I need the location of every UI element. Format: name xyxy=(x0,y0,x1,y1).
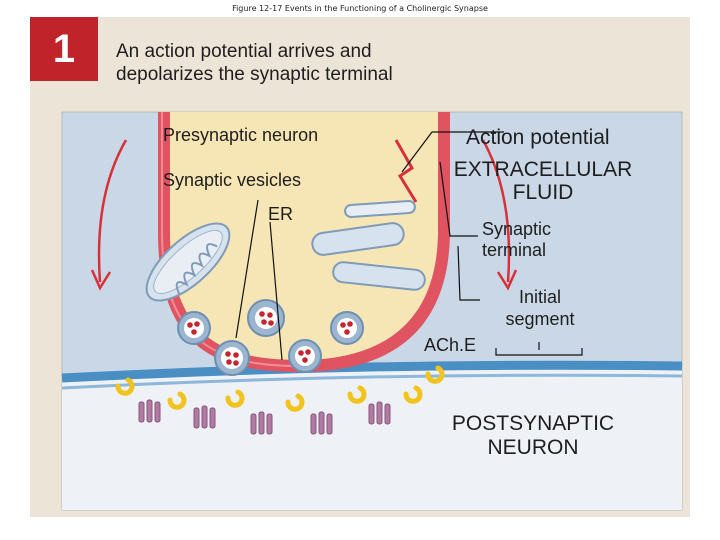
receptor xyxy=(193,405,216,429)
label-initial-segment-line1: Initial xyxy=(518,287,562,307)
receptor xyxy=(250,411,273,435)
label-synaptic-terminal: Synaptic terminal xyxy=(482,219,551,261)
label-er: ER xyxy=(268,204,294,224)
endoplasmic-reticulum xyxy=(311,199,426,291)
step-title: An action potential arrives and depolari… xyxy=(116,40,393,86)
step-title-line1: An action potential arrives and xyxy=(116,41,372,62)
label-extracellular-fluid: EXTRACELLULAR FLUID xyxy=(438,158,648,204)
ache-enzyme xyxy=(425,365,445,384)
postsynaptic-body xyxy=(62,365,682,510)
label-initial-segment: Initial segment xyxy=(488,286,592,330)
ache-enzyme xyxy=(115,377,135,396)
postsynaptic-membrane-inner xyxy=(61,373,683,390)
synaptic-vesicle xyxy=(330,311,364,345)
label-extracellular-line2: FLUID xyxy=(512,181,574,204)
label-synaptic-terminal-line1: Synaptic xyxy=(482,219,552,239)
label-action-potential: Action potential xyxy=(466,126,610,149)
ache-enzyme xyxy=(347,385,367,404)
synaptic-vesicle xyxy=(214,340,250,376)
step-number-badge: 1 xyxy=(30,17,98,81)
receptor xyxy=(368,401,391,425)
label-ache: ACh.E xyxy=(424,335,477,355)
label-postsynaptic-line1: POSTSYNAPTIC xyxy=(451,412,615,435)
synaptic-terminal xyxy=(170,112,438,360)
label-initial-segment-line2: segment xyxy=(505,309,575,329)
ache-enzyme xyxy=(225,389,245,408)
mitochondrion xyxy=(145,222,231,302)
label-postsynaptic-neuron: POSTSYNAPTIC NEURON xyxy=(418,412,648,460)
receptor xyxy=(138,399,161,423)
synaptic-vesicle xyxy=(247,299,285,337)
leader-lines xyxy=(235,131,583,361)
label-extracellular-line1: EXTRACELLULAR xyxy=(453,158,633,181)
label-synaptic-vesicles: Synaptic vesicles xyxy=(163,170,302,190)
ache-enzyme xyxy=(285,393,305,412)
receptor xyxy=(310,411,333,435)
label-synaptic-terminal-line2: terminal xyxy=(482,240,547,260)
figure-caption: Figure 12-17 Events in the Functioning o… xyxy=(232,4,488,13)
ache-enzyme xyxy=(403,385,423,404)
step-title-line2: depolarizes the synaptic terminal xyxy=(116,64,393,85)
synaptic-vesicle xyxy=(177,311,211,345)
synaptic-vesicle xyxy=(288,339,322,373)
label-presynaptic-neuron: Presynaptic neuron xyxy=(163,125,319,145)
action-potential-arrows xyxy=(90,139,518,291)
ache-enzymes xyxy=(115,365,445,412)
receptors xyxy=(138,399,391,435)
action-potential-bolt xyxy=(394,139,418,203)
label-postsynaptic-line2: NEURON xyxy=(487,436,579,459)
synaptic-vesicles xyxy=(177,299,364,376)
postsynaptic-membrane xyxy=(61,360,683,383)
ache-enzyme xyxy=(167,391,187,410)
